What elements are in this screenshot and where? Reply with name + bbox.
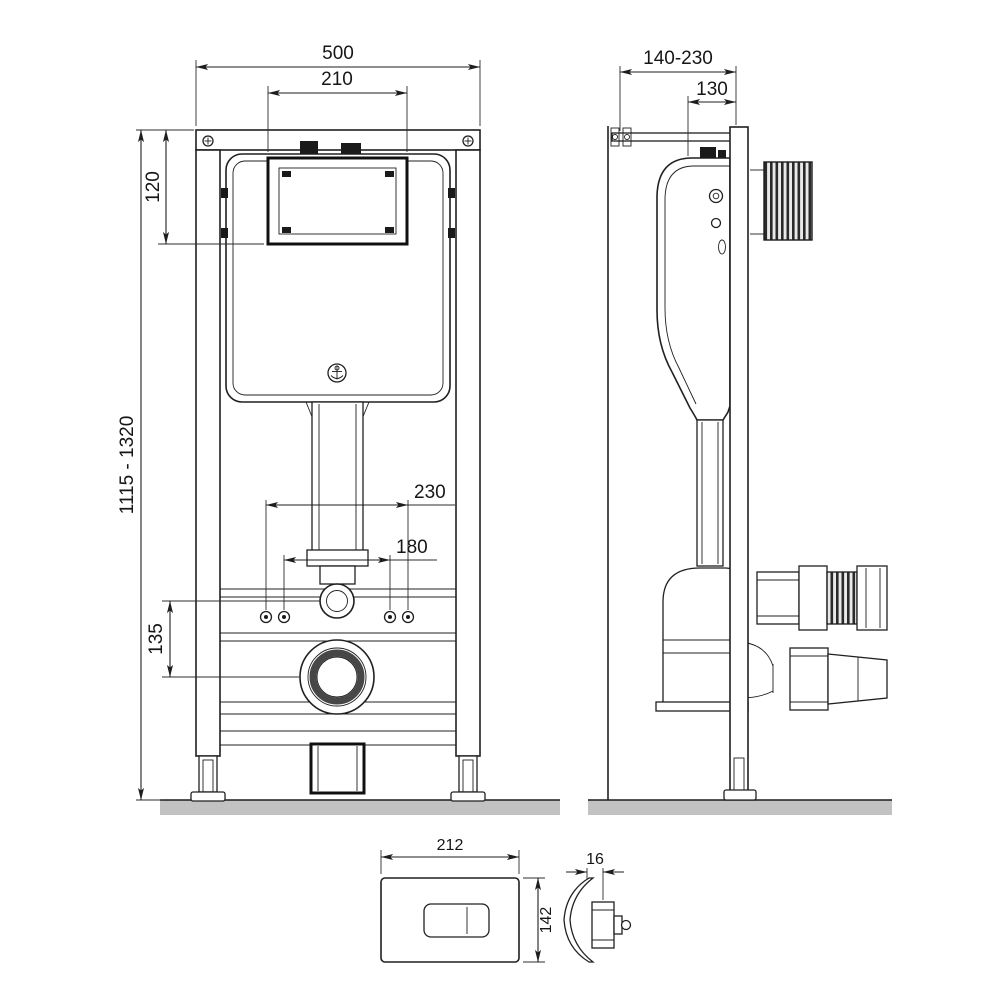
mounting-bolts xyxy=(259,610,415,624)
dim-fixing-outer-label: 230 xyxy=(414,482,446,503)
wall-bracket-rod xyxy=(610,127,737,147)
dim-outlet-offset-label: 135 xyxy=(146,623,167,655)
dim-plate-height: 142 xyxy=(523,877,555,963)
dim-height-range: 1115 - 1320 xyxy=(117,129,194,801)
flush-bend-socket xyxy=(319,583,355,619)
frame-foot-side xyxy=(723,757,757,801)
flush-plate-mechanism xyxy=(591,901,632,949)
dim-plate-thickness-label: 16 xyxy=(586,851,604,868)
flush-plate-side-view: 16 xyxy=(563,851,632,963)
dim-frame-depth-label: 130 xyxy=(696,79,728,100)
dim-wall-depth-range-label: 140-230 xyxy=(643,48,713,69)
dim-plate-thickness: 16 xyxy=(566,851,624,900)
dim-fixing-outer: 230 xyxy=(265,482,455,610)
drain-outlet xyxy=(299,639,375,715)
dim-height-range-label: 1115 - 1320 xyxy=(117,416,138,515)
dim-plate-width: 212 xyxy=(380,837,520,874)
frame-top-rail xyxy=(195,129,481,151)
front-view: 500 210 120 1115 - 1320 230 xyxy=(117,43,560,815)
corrugated-cover xyxy=(750,161,813,241)
flush-pipe-side xyxy=(696,419,724,567)
frame-rail-side xyxy=(729,126,749,793)
dim-frame-depth: 130 xyxy=(687,79,737,156)
flush-plate-front-view: 212 142 xyxy=(380,837,555,963)
service-opening-inner xyxy=(278,167,397,235)
dim-service-opening: 210 xyxy=(267,69,408,152)
ground-side xyxy=(588,800,892,815)
frame-right-rail xyxy=(455,149,481,757)
cistern-side-profile xyxy=(656,147,731,421)
flush-plate-profile xyxy=(563,877,595,963)
dim-front-width: 500 xyxy=(195,43,481,126)
dim-service-opening-label: 210 xyxy=(321,69,353,90)
cistern-clips xyxy=(221,188,455,238)
flush-pipe-front xyxy=(305,401,370,619)
dim-wall-depth-range: 140-230 xyxy=(619,48,737,131)
dim-fixing-inner-label: 180 xyxy=(396,537,428,558)
dim-plate-height-label: 142 xyxy=(538,907,555,934)
service-opening-frame xyxy=(266,156,409,246)
ground-front xyxy=(160,800,560,815)
drain-elbow xyxy=(655,567,774,712)
cistern-filling-valve-cap xyxy=(341,143,361,154)
service-opening-clips xyxy=(282,171,394,233)
cistern-top-fitting xyxy=(300,141,318,154)
dim-front-width-label: 500 xyxy=(322,43,354,64)
flush-connector xyxy=(756,565,888,631)
dim-outlet-offset: 135 xyxy=(146,600,320,678)
dim-plate-width-label: 212 xyxy=(437,837,464,854)
bottom-drain-pipe xyxy=(309,742,366,795)
dim-top-offset: 120 xyxy=(143,129,264,245)
flush-plate-button xyxy=(423,903,490,938)
anchor-icon xyxy=(327,363,347,383)
waste-connector xyxy=(789,647,888,711)
dim-top-offset-label: 120 xyxy=(143,171,164,203)
side-view: 140-230 130 xyxy=(588,48,892,815)
frame-legs xyxy=(190,755,486,802)
frame-left-rail xyxy=(195,149,221,757)
